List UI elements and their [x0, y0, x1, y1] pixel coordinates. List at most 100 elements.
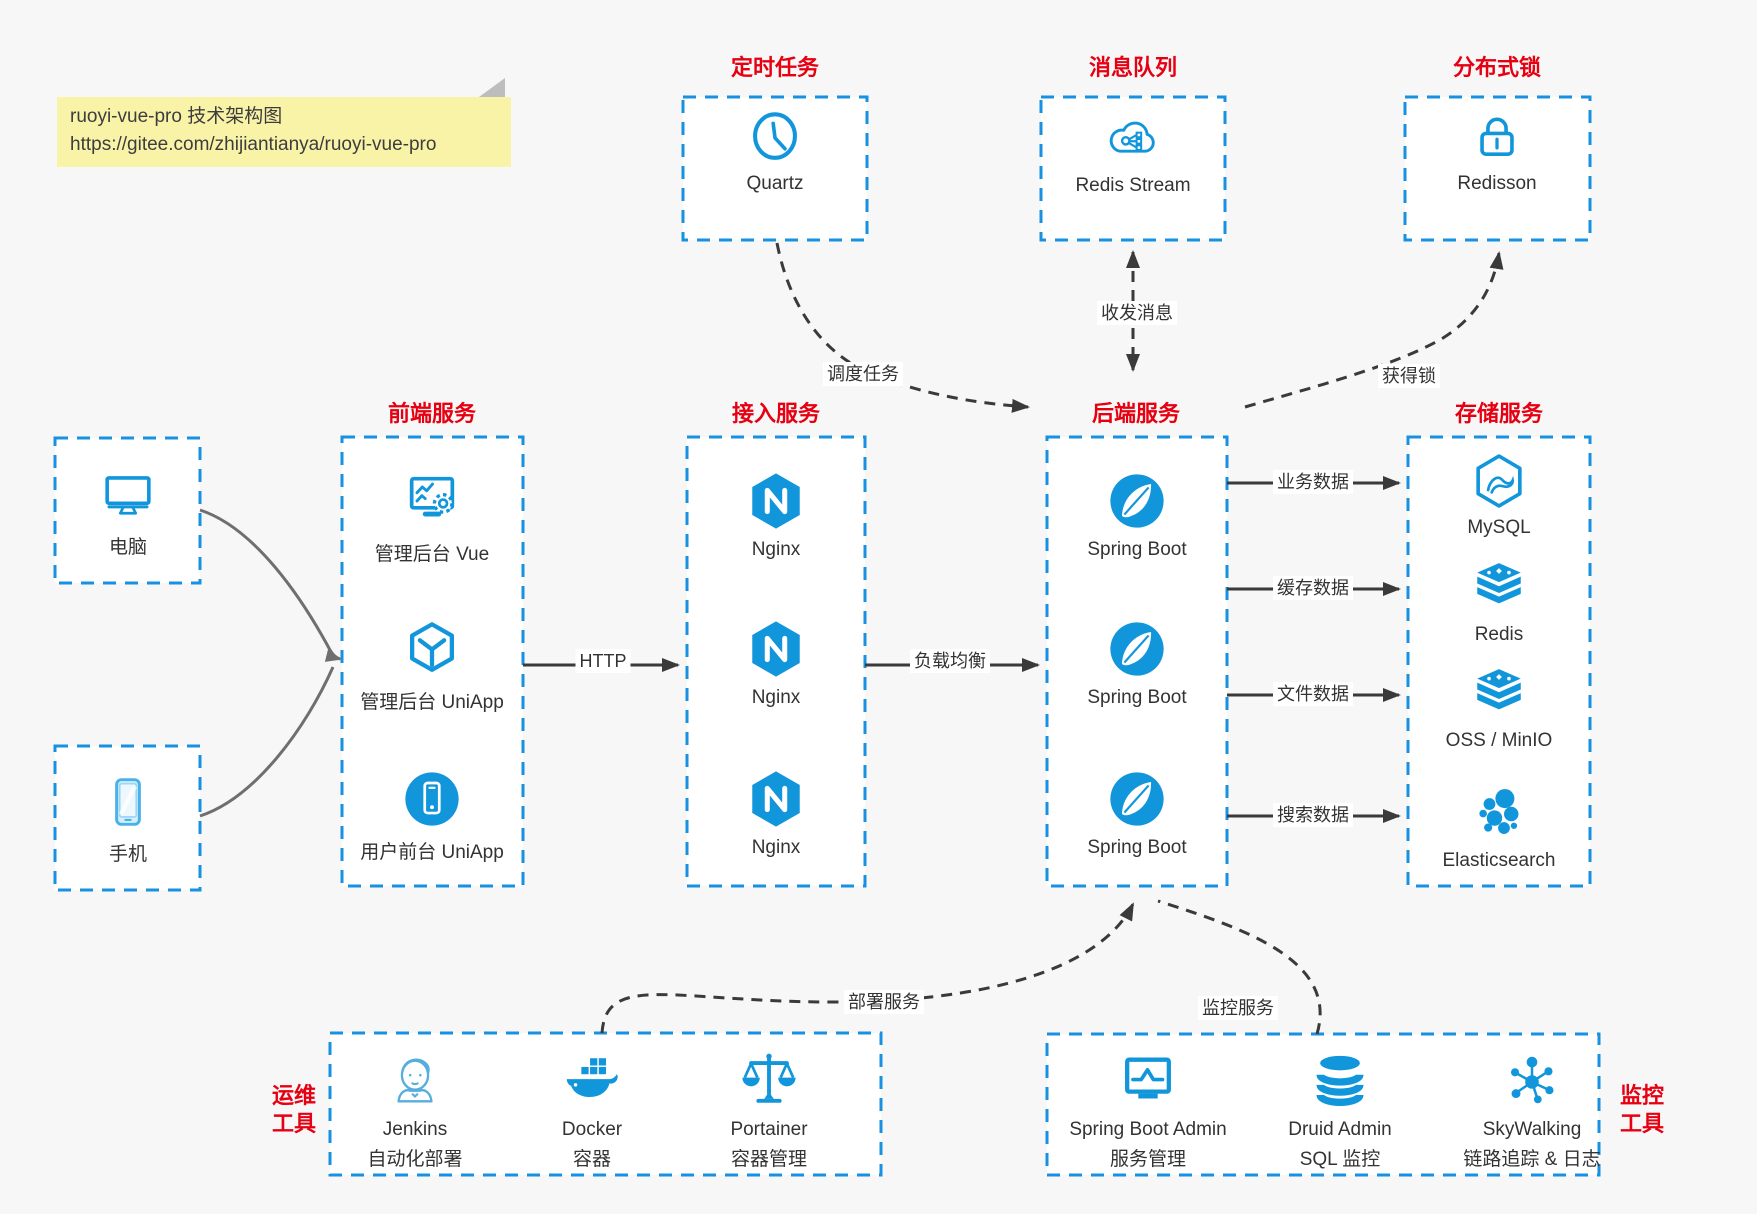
node-user-uniapp: 用户前台 UniApp	[344, 768, 520, 864]
portainer-scales-icon	[738, 1050, 800, 1112]
edge-label-load-balance: 负载均衡	[910, 649, 990, 673]
node-label: Nginx	[751, 837, 801, 858]
node-label: Jenkins	[382, 1119, 448, 1140]
scheduled-job-box	[681, 95, 869, 242]
jenkins-icon	[384, 1050, 446, 1112]
deploy-service-arrow	[600, 902, 1135, 1034]
note-fold-corner	[479, 78, 505, 97]
nginx-hexagon-icon	[745, 618, 807, 680]
node-sublabel: 自动化部署	[367, 1149, 463, 1170]
edge-label-send-receive-message: 收发消息	[1097, 301, 1177, 325]
node-nginx-3: Nginx	[688, 768, 864, 859]
node-mobile: 手机	[58, 772, 198, 866]
node-nginx-1: Nginx	[688, 470, 864, 561]
node-label: 用户前台 UniApp	[360, 842, 504, 863]
edge-label-http: HTTP	[575, 649, 631, 673]
node-label: 管理后台 UniApp	[360, 692, 504, 713]
node-label: Redisson	[1457, 173, 1537, 194]
edge-label-schedule-task: 调度任务	[823, 362, 903, 386]
spring-leaf-icon	[1106, 470, 1168, 532]
monitor-service-arrow	[1157, 899, 1322, 1035]
node-nginx-2: Nginx	[688, 618, 864, 709]
node-spring-boot-3: Spring Boot	[1049, 768, 1225, 859]
node-label: 手机	[108, 844, 147, 865]
node-redisson: Redisson	[1407, 108, 1587, 195]
nginx-hexagon-icon	[745, 768, 807, 830]
monitoring-tools-box	[1045, 1032, 1601, 1177]
note-url: https://gitee.com/zhijiantianya/ruoyi-vu…	[70, 134, 437, 155]
node-sublabel: 服务管理	[1109, 1149, 1186, 1170]
acquire-lock-arrow	[1244, 251, 1504, 409]
note-title: ruoyi-vue-pro 技术架构图	[70, 106, 283, 127]
uniapp-cube-icon	[401, 618, 463, 680]
node-label: Druid Admin	[1288, 1119, 1392, 1140]
node-label: Redis Stream	[1075, 175, 1191, 196]
mysql-dolphin-icon	[1470, 452, 1528, 510]
edge-label-business-data: 业务数据	[1273, 470, 1353, 494]
node-admin-vue: 管理后台 Vue	[344, 470, 520, 566]
section-title-scheduled-job: 定时任务	[730, 55, 820, 80]
node-redis-stream: Redis Stream	[1043, 110, 1223, 197]
pc-to-frontend-arrow	[199, 508, 342, 662]
ops-tools-box	[328, 1031, 883, 1177]
cloud-share-icon	[1104, 110, 1162, 168]
node-spring-boot-2: Spring Boot	[1049, 618, 1225, 709]
node-label: Docker	[561, 1119, 623, 1140]
section-title-gateway: 接入服务	[731, 401, 821, 426]
node-label: Redis	[1474, 624, 1524, 645]
docker-whale-icon	[561, 1050, 623, 1112]
section-title-storage: 存储服务	[1454, 401, 1544, 426]
node-oss-minio: OSS / MinIO	[1411, 665, 1587, 752]
druid-database-icon	[1309, 1050, 1371, 1112]
node-spring-boot-1: Spring Boot	[1049, 470, 1225, 561]
admin-screen-gear-icon	[401, 470, 463, 532]
storage-stack-icon	[1470, 665, 1528, 723]
section-title-ops-tools: 运维 工具	[271, 1083, 316, 1136]
node-label: Spring Boot	[1087, 837, 1187, 858]
node-pc: 电脑	[58, 467, 198, 559]
section-title-frontend: 前端服务	[387, 401, 477, 426]
skywalking-hub-icon	[1501, 1050, 1563, 1112]
node-label: Spring Boot	[1087, 539, 1187, 560]
edge-label-deploy-service: 部署服务	[844, 990, 924, 1014]
mobile-to-frontend-arrow	[199, 666, 335, 818]
node-label: Nginx	[751, 539, 801, 560]
node-label: Elasticsearch	[1442, 850, 1556, 871]
edge-label-search-data: 搜索数据	[1273, 803, 1353, 827]
pc-box	[53, 436, 202, 585]
node-druid-admin: Druid Admin SQL 监控	[1252, 1050, 1428, 1171]
node-label: Nginx	[751, 687, 801, 708]
node-label: Spring Boot	[1087, 687, 1187, 708]
node-mysql: MySQL	[1411, 452, 1587, 539]
section-title-distributed-lock: 分布式锁	[1452, 55, 1542, 80]
clock-icon	[746, 108, 804, 166]
node-admin-uniapp: 管理后台 UniApp	[344, 618, 520, 714]
admin-monitor-icon	[1117, 1050, 1179, 1112]
section-title-backend: 后端服务	[1091, 401, 1181, 426]
node-label: 管理后台 Vue	[374, 544, 490, 565]
edge-label-cache-data: 缓存数据	[1273, 576, 1353, 600]
node-label: SkyWalking	[1482, 1119, 1582, 1140]
sticky-note: ruoyi-vue-pro 技术架构图 https://gitee.com/zh…	[57, 78, 511, 167]
section-title-message-queue: 消息队列	[1088, 55, 1178, 80]
redis-stack-icon	[1470, 559, 1528, 617]
node-label: 电脑	[108, 537, 147, 558]
smartphone-icon	[100, 772, 156, 832]
monitor-icon	[99, 467, 157, 525]
storage-box	[1406, 435, 1592, 888]
node-sublabel: 链路追踪 & 日志	[1463, 1149, 1601, 1170]
node-jenkins: Jenkins 自动化部署	[327, 1050, 503, 1171]
node-label: MySQL	[1467, 517, 1531, 538]
edge-label-file-data: 文件数据	[1273, 682, 1353, 706]
node-label: Spring Boot Admin	[1069, 1119, 1227, 1140]
node-sublabel: SQL 监控	[1299, 1149, 1381, 1170]
node-label: Portainer	[730, 1119, 808, 1140]
node-spring-boot-admin: Spring Boot Admin 服务管理	[1060, 1050, 1236, 1171]
node-skywalking: SkyWalking 链路追踪 & 日志	[1444, 1050, 1620, 1171]
message-queue-box	[1039, 95, 1227, 242]
node-sublabel: 容器管理	[730, 1149, 807, 1170]
node-sublabel: 容器	[572, 1149, 611, 1170]
lock-icon	[1468, 108, 1526, 166]
spring-leaf-icon	[1106, 768, 1168, 830]
